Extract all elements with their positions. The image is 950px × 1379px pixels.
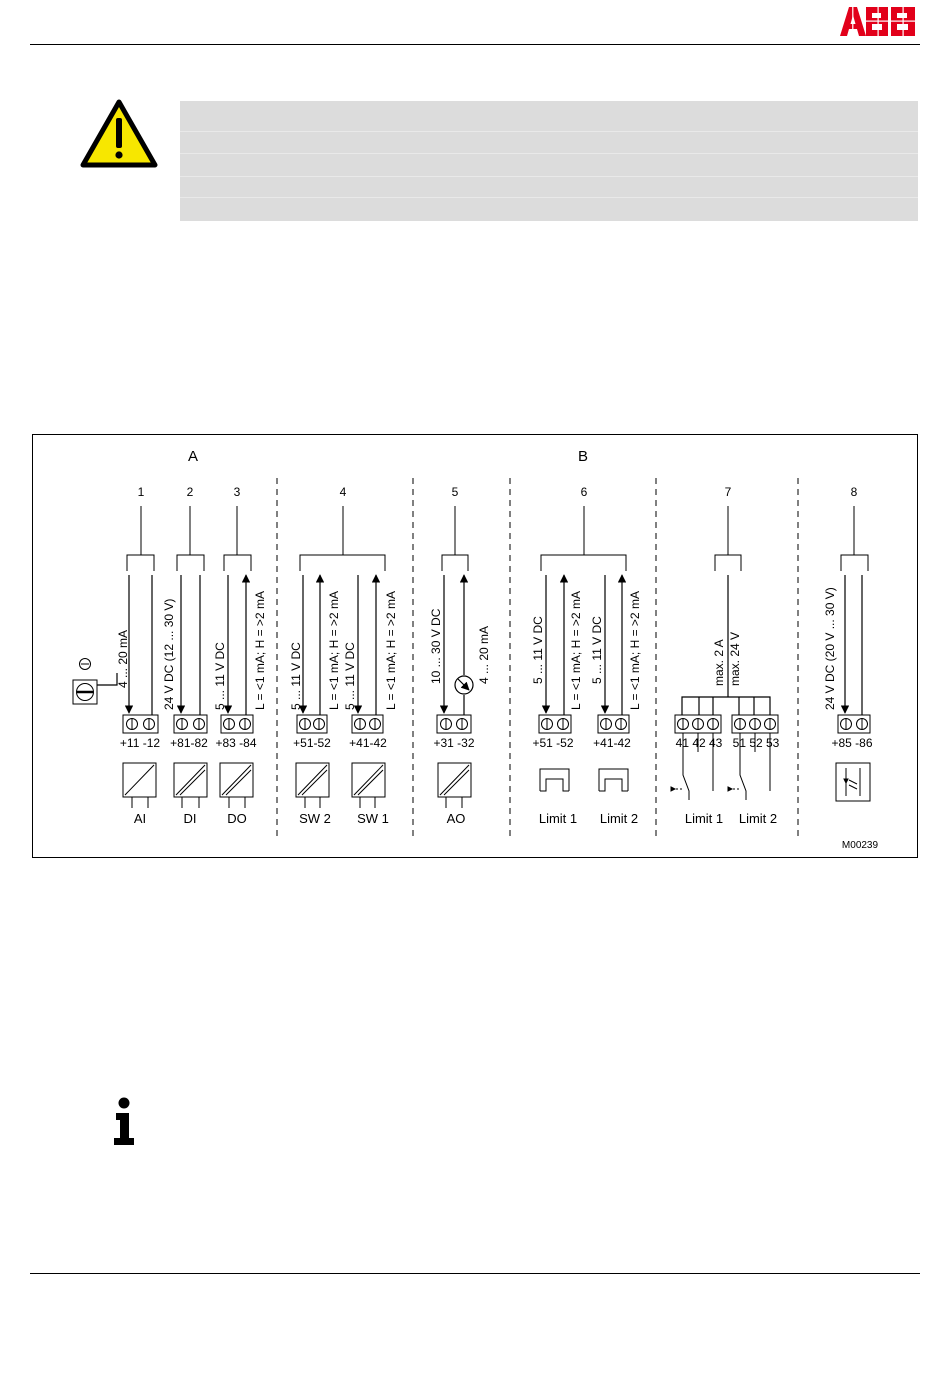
- warning-notice-box: [180, 101, 918, 221]
- label-di-voltage: 24 V DC (12 ... 30 V): [162, 599, 176, 710]
- footer-rule: [30, 1273, 920, 1274]
- module-label-do: DO: [227, 811, 247, 826]
- group-number-2: 2: [187, 485, 194, 499]
- section-b-label: B: [578, 448, 588, 465]
- optocoupler-icon: [835, 762, 871, 802]
- terminal-limit2: +41-42: [593, 736, 631, 750]
- converter-icon-ai: [122, 762, 157, 808]
- label-sw1-levels: L = <1 mA; H = >2 mA: [384, 591, 398, 710]
- module-label-limit2: Limit 2: [600, 811, 638, 826]
- label-do-voltage: 5 ... 11 V DC: [213, 642, 227, 710]
- module-label-sw2: SW 2: [299, 811, 331, 826]
- group-number-5: 5: [452, 485, 459, 499]
- terminal-sw2: +51-52: [293, 736, 331, 750]
- label-relay-voltage: max. 24 V: [728, 632, 742, 686]
- label-sw2-voltage: 5 ... 11 V DC: [289, 642, 303, 710]
- terminal-di: +81-82: [170, 736, 208, 750]
- module-label-ao: AO: [447, 811, 466, 826]
- terminal-relay2: 51 52 53: [733, 736, 780, 750]
- header-rule: [30, 44, 920, 45]
- converter-icon-di: [173, 762, 208, 808]
- label-do-levels: L = <1 mA; H = >2 mA: [253, 591, 267, 710]
- ground-terminal-icon: [72, 658, 98, 705]
- relay-contact-icon-1: [670, 733, 714, 800]
- label-power-voltage: 24 V DC (20 V ... 30 V): [823, 587, 837, 710]
- label-limit1-voltage: 5 ... 11 V DC: [531, 616, 545, 684]
- abb-logo: [840, 6, 918, 36]
- module-label-sw1: SW 1: [357, 811, 389, 826]
- wiring-diagram: A B 1 2 3 4 5 6 7 8: [32, 434, 918, 858]
- label-sw1-voltage: 5 ... 11 V DC: [343, 642, 357, 710]
- ammeter-icon: [454, 675, 474, 695]
- label-ao-voltage: 10 ... 30 V DC: [429, 608, 443, 684]
- module-label-relay-limit1: Limit 1: [685, 811, 723, 826]
- label-ao-current: 4 ... 20 mA: [477, 626, 491, 684]
- figure-id: M00239: [842, 840, 879, 851]
- label-ai-current: 4 ... 20 mA: [116, 630, 130, 688]
- converter-icon-do: [219, 762, 254, 808]
- section-a-label: A: [188, 448, 198, 465]
- limit-switch-icon-1: [539, 768, 570, 792]
- group-number-1: 1: [138, 485, 145, 499]
- converter-icon-ao: [437, 762, 472, 808]
- label-limit2-levels: L = <1 mA; H = >2 mA: [628, 591, 642, 710]
- limit-switch-icon-2: [598, 768, 629, 792]
- label-limit2-voltage: 5 ... 11 V DC: [590, 616, 604, 684]
- terminal-ao: +31 -32: [433, 736, 474, 750]
- group-number-7: 7: [725, 485, 732, 499]
- module-label-ai: AI: [134, 811, 146, 826]
- module-label-relay-limit2: Limit 2: [739, 811, 777, 826]
- group-number-6: 6: [581, 485, 588, 499]
- module-label-di: DI: [184, 811, 197, 826]
- label-sw2-levels: L = <1 mA; H = >2 mA: [327, 591, 341, 710]
- label-limit1-levels: L = <1 mA; H = >2 mA: [569, 591, 583, 710]
- terminal-ai: +11 -12: [120, 736, 160, 750]
- terminal-sw1: +41-42: [349, 736, 387, 750]
- converter-icon-sw2: [295, 762, 330, 808]
- group-number-8: 8: [851, 485, 858, 499]
- warning-triangle-icon: [80, 99, 158, 168]
- terminal-power: +85 -86: [831, 736, 872, 750]
- module-label-limit1: Limit 1: [539, 811, 577, 826]
- terminal-limit1: +51 -52: [532, 736, 573, 750]
- group-number-4: 4: [340, 485, 347, 499]
- terminal-do: +83 -84: [215, 736, 256, 750]
- group-number-3: 3: [234, 485, 241, 499]
- label-relay-current: max. 2 A: [712, 639, 726, 686]
- converter-icon-sw1: [351, 762, 386, 808]
- relay-contact-icon-2: [727, 733, 771, 800]
- info-icon: [114, 1097, 134, 1145]
- terminal-relay1: 41 42 43: [676, 736, 723, 750]
